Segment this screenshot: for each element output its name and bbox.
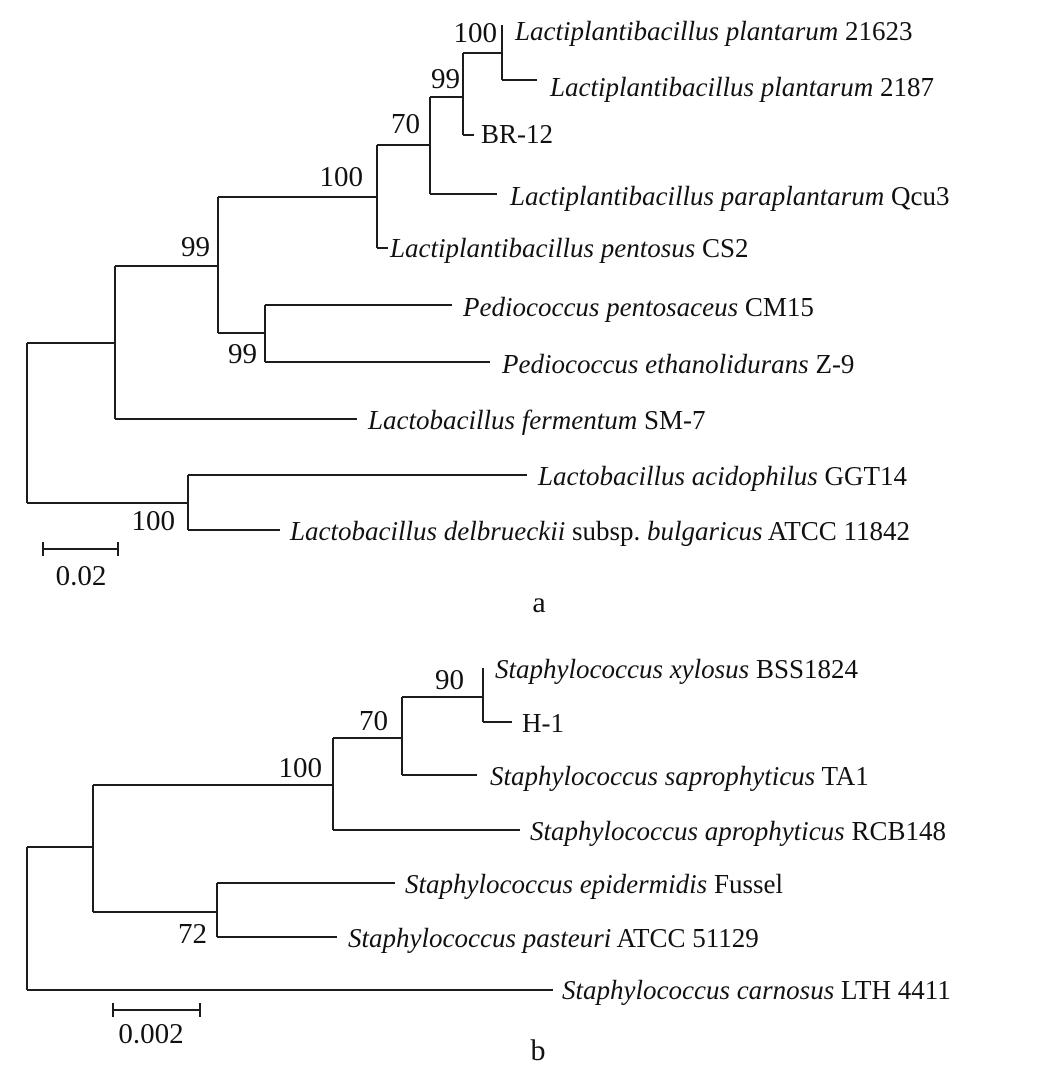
bootstrap-value: 70 (391, 108, 420, 140)
taxon-label: Lactobacillus delbrueckii subsp. bulgari… (289, 516, 910, 546)
taxon-label: Lactiplantibacillus plantarum 2187 (549, 72, 934, 102)
bootstrap-value: 72 (178, 918, 207, 950)
scale-bar-label: 0.02 (56, 560, 107, 592)
panel-b: Staphylococcus xylosus BSS1824H-1Staphyl… (25, 654, 951, 1067)
taxon-label: Staphylococcus saprophyticus TA1 (490, 761, 869, 791)
panel-letter: a (532, 586, 545, 619)
taxon-label: Lactiplantibacillus pentosus CS2 (389, 233, 749, 263)
bootstrap-value: 100 (454, 17, 498, 49)
panel-a: Lactiplantibacillus plantarum 21623Lacti… (25, 16, 950, 619)
taxon-label: Lactiplantibacillus plantarum 21623 (514, 16, 913, 46)
tree-panels: Lactiplantibacillus plantarum 21623Lacti… (25, 16, 951, 1067)
bootstrap-value: 100 (279, 752, 323, 784)
taxon-label: Staphylococcus aprophyticus RCB148 (530, 816, 946, 846)
bootstrap-value: 99 (181, 231, 210, 263)
bootstrap-value: 90 (435, 664, 464, 696)
bootstrap-value: 100 (132, 505, 176, 537)
bootstrap-value: 100 (320, 161, 364, 193)
bootstrap-value: 70 (359, 705, 388, 737)
taxon-label: Staphylococcus epidermidis Fussel (405, 869, 783, 899)
scale-bar: 0.002 (112, 1003, 201, 1050)
taxon-label: Pediococcus pentosaceus CM15 (462, 292, 814, 322)
taxon-label: Pediococcus ethanolidurans Z-9 (501, 349, 854, 379)
panel-letter: b (531, 1034, 546, 1067)
scale-bar: 0.02 (42, 542, 119, 592)
taxon-label: Staphylococcus xylosus BSS1824 (495, 654, 858, 684)
taxon-label: Staphylococcus carnosus LTH 4411 (562, 975, 951, 1005)
taxon-label: BR-12 (481, 119, 553, 149)
bootstrap-value: 99 (228, 338, 257, 370)
taxon-label: Lactiplantibacillus paraplantarum Qcu3 (509, 181, 950, 211)
taxon-label: Lactobacillus acidophilus GGT14 (537, 461, 907, 491)
taxon-label: Staphylococcus pasteuri ATCC 51129 (348, 923, 759, 953)
bootstrap-value: 99 (431, 63, 460, 95)
taxon-label: H-1 (522, 708, 564, 738)
taxon-label: Lactobacillus fermentum SM-7 (367, 405, 706, 435)
scale-bar-label: 0.002 (118, 1018, 183, 1050)
